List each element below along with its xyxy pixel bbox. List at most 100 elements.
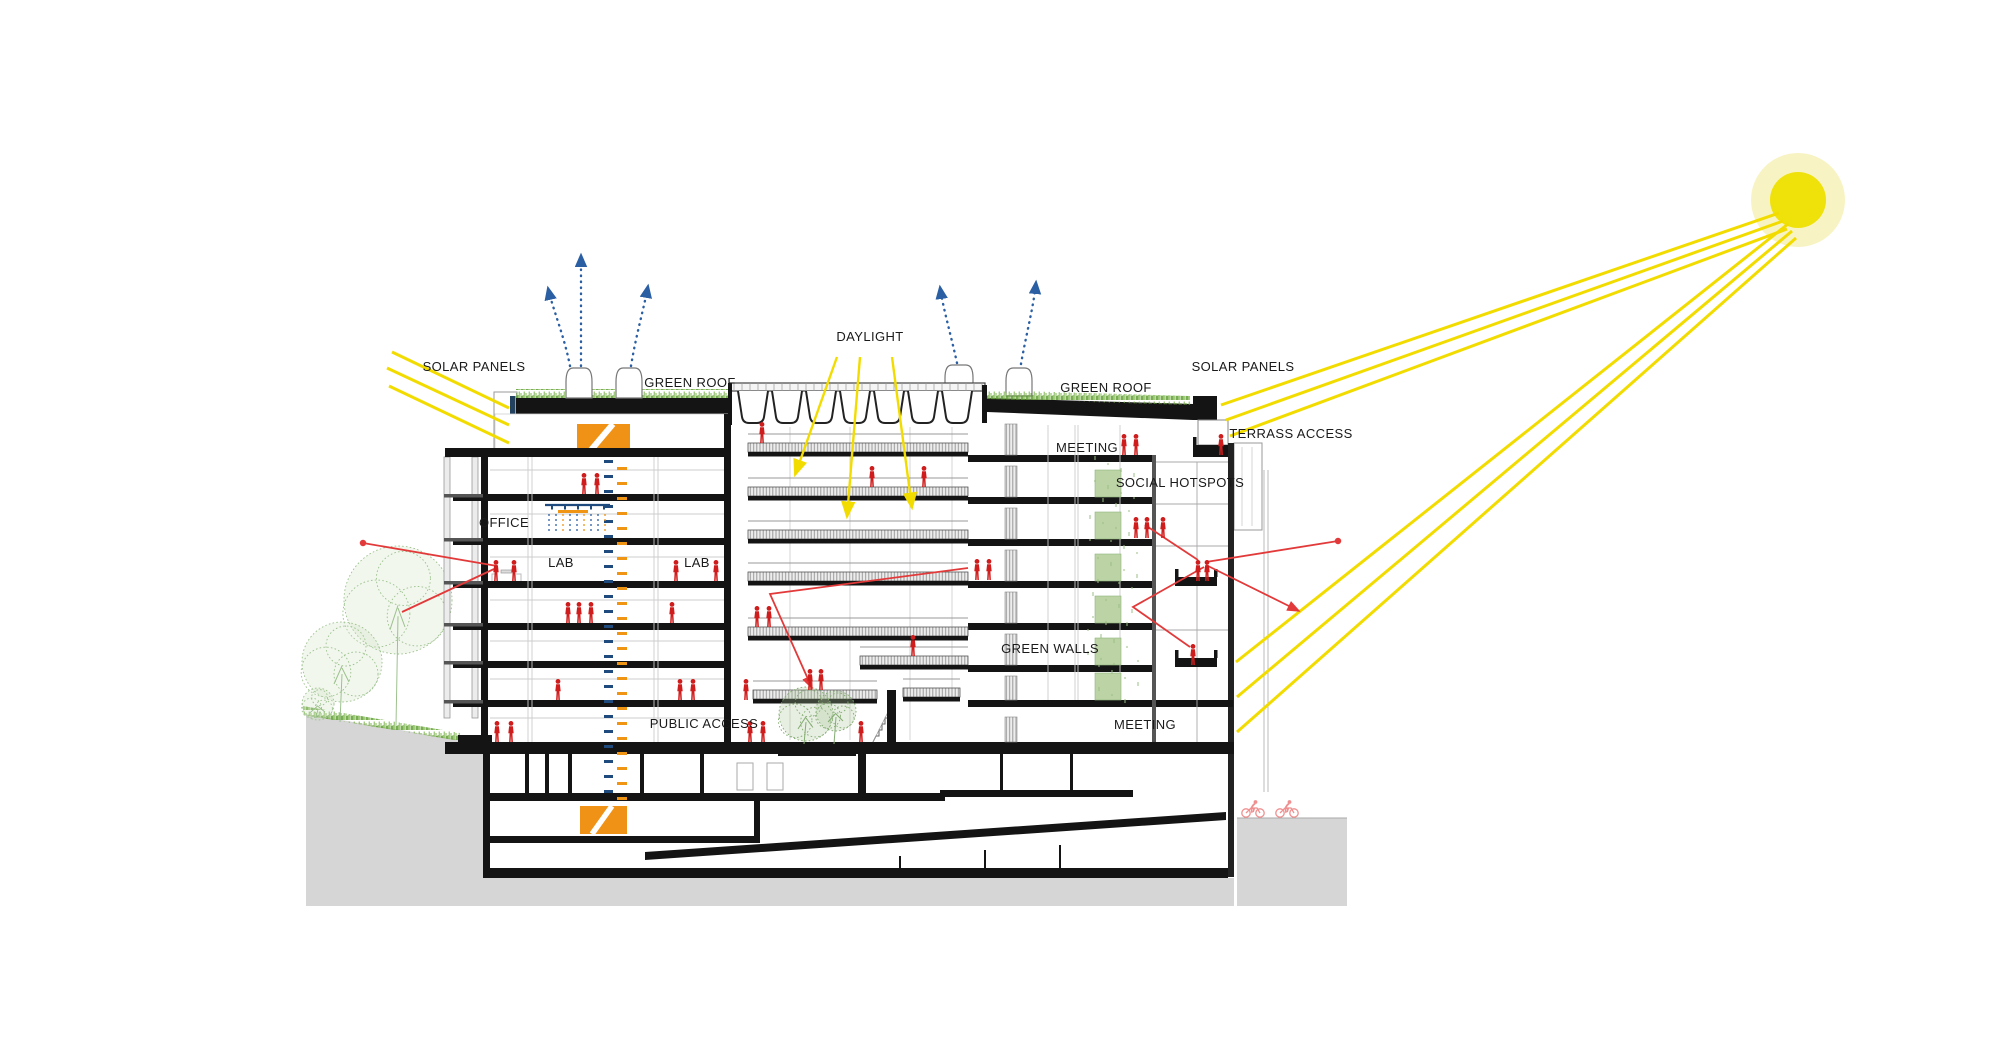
right-ground-slab (1153, 743, 1234, 751)
label-solar-panels-right: SOLAR PANELS (1192, 359, 1295, 374)
drip-dot (590, 519, 592, 521)
drip-dot (548, 529, 550, 531)
cyclist-icon (1240, 799, 1266, 819)
core-dash-blue (604, 580, 613, 583)
sprinkler-head (551, 505, 553, 510)
balcony-slab (748, 636, 968, 641)
daylight-ray (890, 356, 918, 511)
floor-slab (968, 623, 1153, 630)
green-speckle (1091, 593, 1095, 597)
sprinkler-head (577, 505, 579, 510)
green-speckle (1086, 628, 1090, 632)
person-figure (713, 560, 719, 581)
sun-ray (1236, 236, 1797, 734)
floor-slab (445, 448, 728, 457)
core-dash-blue (604, 550, 613, 553)
core-dash-orange (617, 767, 627, 770)
striped-column (1004, 675, 1018, 701)
green-speckle (1096, 578, 1100, 582)
label-lab-right: LAB (684, 555, 710, 570)
tree-scribble (800, 706, 831, 738)
balcony-band (859, 655, 969, 666)
green-speckle (1130, 610, 1134, 614)
fin (444, 623, 483, 627)
person-figure (690, 679, 696, 700)
skylight-tooth (907, 390, 939, 424)
core-dash-orange (617, 557, 627, 560)
striped-column (1004, 549, 1018, 582)
balcony-slab (903, 697, 960, 702)
core-dash-orange (617, 482, 627, 485)
green-speckle (1127, 531, 1131, 535)
terrace-stub (1214, 569, 1218, 577)
parking-ramp (645, 812, 1226, 860)
basement-wall (568, 754, 572, 793)
drip-dot (562, 514, 564, 516)
label-green-roof-right: GREEN ROOF (1060, 380, 1151, 395)
basement-slab-b1 (483, 793, 945, 801)
person-figure (576, 602, 582, 623)
label-solar-panels-left: SOLAR PANELS (423, 359, 526, 374)
sun-ray (1236, 229, 1793, 699)
tree-scribble (343, 545, 453, 655)
green-speckle (1123, 700, 1127, 704)
green-speckle (1109, 561, 1113, 565)
green-wall-box (1094, 595, 1122, 624)
green-speckle (1096, 556, 1100, 560)
terrain-under-building (483, 878, 1234, 906)
green-wall-box (1094, 511, 1122, 540)
terrace-stub (1193, 437, 1197, 445)
drip-dot (576, 524, 578, 526)
core-dash-orange (617, 662, 627, 665)
atrium-trees (778, 686, 857, 745)
terrace-stub (1175, 569, 1179, 577)
drip-dot (576, 514, 578, 516)
sightline (1144, 524, 1199, 561)
green-speckle (1130, 608, 1134, 612)
striped-column (1004, 716, 1018, 743)
tree-trunk (333, 665, 350, 723)
terrain (303, 706, 1347, 906)
green-speckle (1091, 591, 1095, 595)
green-speckle (1091, 615, 1095, 619)
drip-dot (562, 524, 564, 526)
foundation-slab (483, 868, 1228, 878)
core-dash-orange (617, 467, 627, 470)
green-speckle (1114, 526, 1118, 530)
green-speckle (1086, 650, 1090, 654)
core-dash-blue (604, 655, 613, 658)
balcony-slab (753, 699, 877, 704)
green-speckle (1114, 502, 1118, 506)
tree-scribble (333, 651, 379, 697)
core-dash-orange (617, 587, 627, 590)
green-speckle (1109, 539, 1113, 543)
balcony-band (747, 529, 969, 540)
interior-lines-left (490, 457, 724, 742)
solar-ray (386, 366, 510, 427)
stair-stringer (872, 711, 889, 743)
tree-trunk (797, 716, 814, 745)
drip-dot (569, 514, 571, 516)
green-speckle (1096, 580, 1100, 584)
person-figure (555, 679, 561, 700)
right-outer-wall (1228, 443, 1234, 877)
green-wall-box (1094, 553, 1122, 582)
skylight-ticks (733, 383, 983, 391)
green-speckle (1088, 538, 1092, 542)
person-figure (974, 559, 980, 580)
drip-dot (548, 514, 550, 516)
terrace-slab (1175, 658, 1217, 667)
person-figure (1121, 434, 1127, 455)
person-figure (511, 560, 517, 581)
sightline (1131, 566, 1205, 648)
atrium-wall (887, 690, 896, 742)
green-speckle (1086, 652, 1090, 656)
striped-column (1004, 465, 1018, 498)
floor-slab (453, 661, 728, 668)
core-dash-orange (617, 677, 627, 680)
balcony-band (747, 626, 969, 637)
sun-rays (386, 211, 1797, 734)
green-speckle (1117, 581, 1121, 585)
drip-dot (576, 529, 578, 531)
